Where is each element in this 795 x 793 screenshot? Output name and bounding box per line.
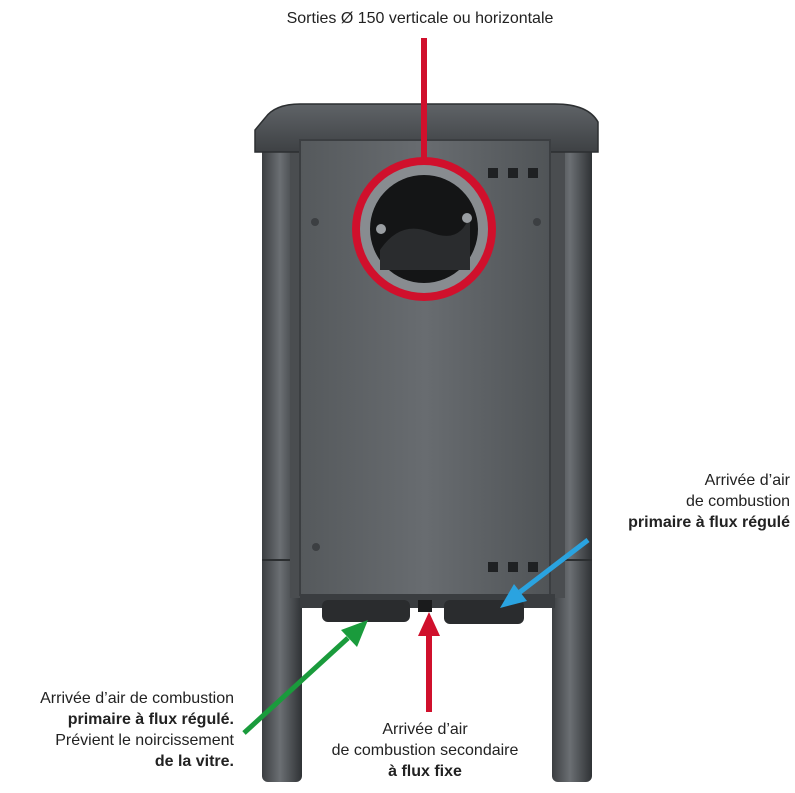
primary-air-left-label-line2: primaire à flux régulé. [67, 711, 234, 728]
flue-bolt [376, 224, 386, 234]
flue-outlet-label-line: Sorties Ø 150 verticale ou horizontale [286, 10, 554, 27]
flue-outlet-label: Sorties Ø 150 verticale ou horizontale [200, 8, 640, 29]
secondary-air-label: Arrivée d’air de combustion secondaire à… [280, 719, 570, 782]
screw [533, 218, 541, 226]
primary-air-left-label: Arrivée d’air de combustion primaire à f… [2, 688, 234, 772]
screw [312, 543, 320, 551]
primary-air-arrow-left-shaft [242, 636, 350, 735]
screw [311, 218, 319, 226]
vent-slot [528, 168, 538, 178]
vent-slot [528, 562, 538, 572]
primary-air-arrow-right-shaft [518, 538, 590, 594]
flue-outlet-inner [380, 215, 470, 270]
primary-air-right-label-line3: primaire à flux régulé [628, 514, 790, 531]
vent-slot [508, 562, 518, 572]
vent-slot [488, 562, 498, 572]
vent-slot [488, 168, 498, 178]
vent-slot [508, 168, 518, 178]
primary-air-right-label-line2: de combustion [685, 493, 790, 510]
primary-air-arrow-left-head [341, 620, 368, 647]
primary-air-left-label-line4: de la vitre. [154, 753, 234, 770]
secondary-air-arrow-head [418, 612, 440, 636]
secondary-air-label-line2: de combustion secondaire [331, 742, 519, 759]
primary-air-left-label-line1: Arrivée d’air de combustion [40, 690, 234, 707]
secondary-air-label-line1: Arrivée d’air [382, 721, 468, 738]
primary-air-arrow-right-head [500, 584, 527, 608]
primary-air-right-label: Arrivée d’air de combustion primaire à f… [590, 470, 790, 533]
primary-air-right-label-line1: Arrivée d’air [704, 472, 790, 489]
secondary-air-intake [418, 600, 432, 612]
flue-bolt [462, 213, 472, 223]
primary-air-intake-left [322, 600, 410, 622]
primary-air-left-label-line3: Prévient le noircissement [55, 732, 234, 749]
secondary-air-label-line3: à flux fixe [388, 763, 462, 780]
